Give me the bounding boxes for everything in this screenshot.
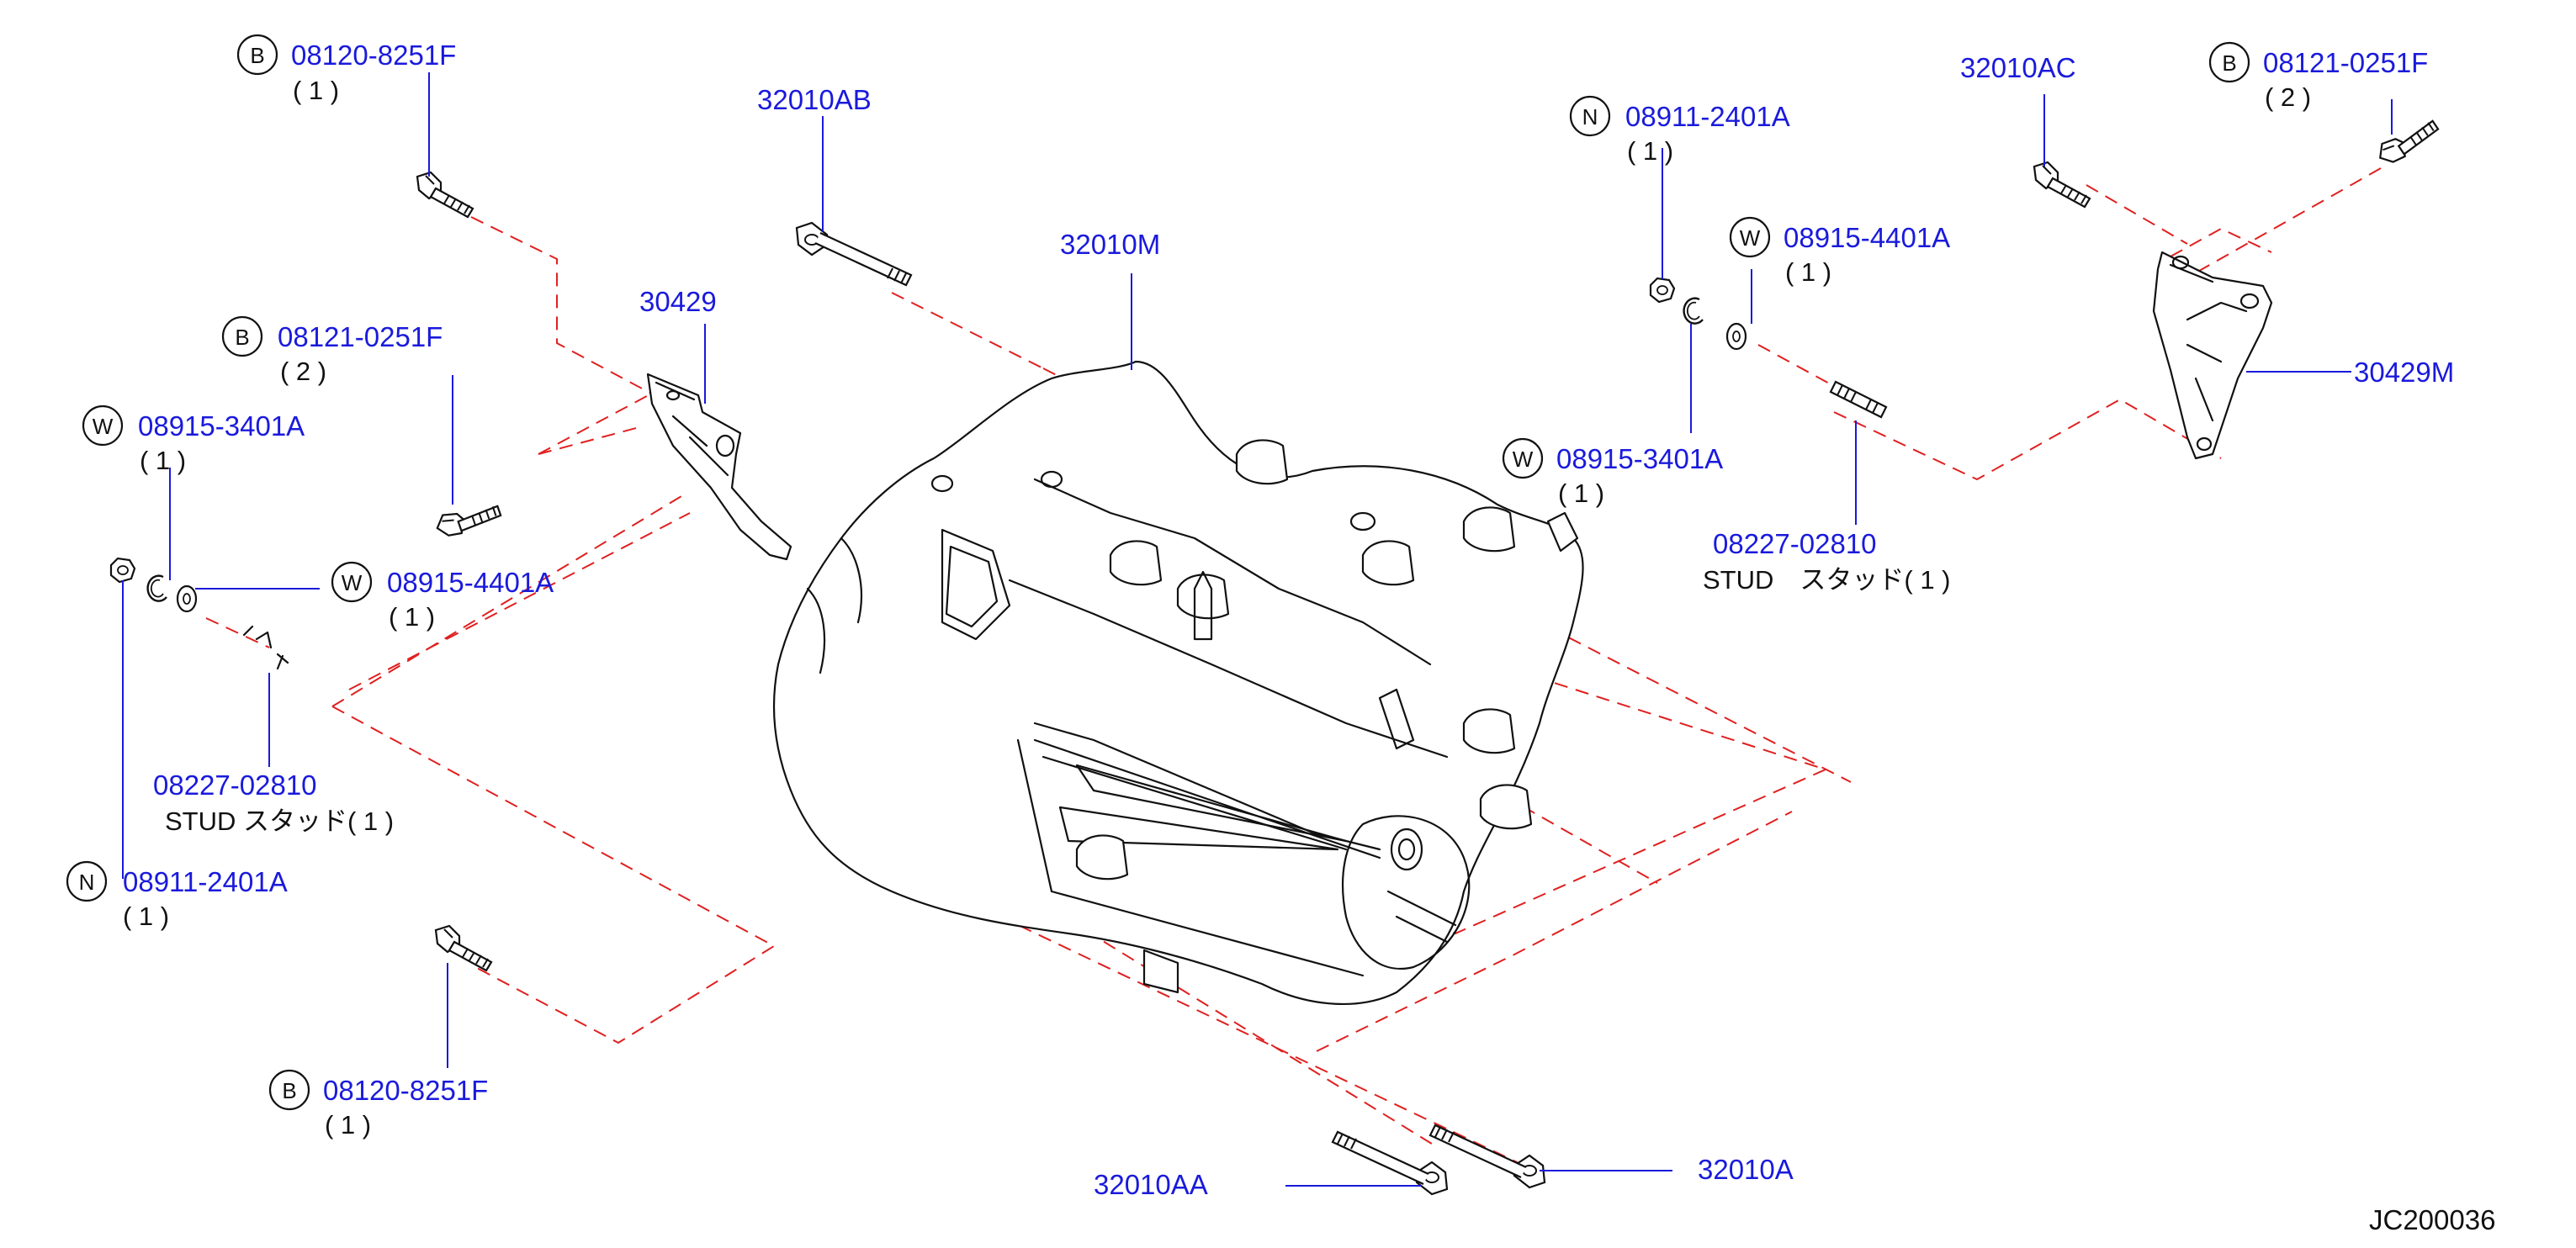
callout-b-08120-8251F-top: B 08120-8251F ( 1 ) [236, 34, 456, 105]
diagram-id: JC200036 [2369, 1204, 2495, 1235]
quantity: ( 1 ) [1558, 479, 1604, 508]
quantity: ( 1 ) [389, 602, 435, 632]
callout-32010AA: 32010AA [1094, 1169, 1208, 1200]
washer-08915-4401A-left[interactable] [176, 584, 198, 613]
part-number-link[interactable]: 08227-02810 [153, 769, 317, 801]
part-number-link[interactable]: 08915-3401A [138, 410, 305, 442]
washer-08915-3401A-left[interactable] [146, 574, 168, 602]
quantity: ( 1 ) [325, 1110, 371, 1140]
callout-n-08911-2401A-right: N 08911-2401A ( 1 ) [1569, 95, 1790, 166]
part-number-link[interactable]: 32010AB [757, 84, 872, 115]
stud-08227-02810-right[interactable] [1829, 380, 1888, 419]
washer-08915-4401A-right[interactable] [1725, 322, 1747, 351]
callout-w-08915-4401A-left: W 08915-4401A ( 1 ) [331, 561, 554, 632]
part-number-link[interactable]: 32010A [1698, 1154, 1794, 1185]
callout-b-08120-8251F-bottom: B 08120-8251F ( 1 ) [268, 1069, 488, 1140]
bolt-08120-8251F-bottom[interactable] [434, 924, 493, 972]
callout-n-08911-2401A-left: N 08911-2401A ( 1 ) [66, 860, 288, 931]
part-number-link[interactable]: 08121-0251F [2263, 47, 2428, 78]
bolt-08121-0251F-right[interactable] [2375, 104, 2441, 177]
part-number-link[interactable]: 08911-2401A [123, 866, 288, 897]
leader-lines [122, 72, 2393, 1187]
quantity: ( 1 ) [1785, 257, 1831, 287]
bolt-symbol: B [250, 43, 264, 68]
bolt-symbol: B [235, 325, 249, 350]
bolt-32010AC[interactable] [2033, 161, 2091, 209]
callout-32010AC: 32010AC [1960, 52, 2076, 83]
quantity: ( 1 ) [293, 76, 339, 105]
part-number-link[interactable]: 08120-8251F [291, 40, 456, 71]
bracket-30429M[interactable] [2152, 251, 2273, 460]
part-number-link[interactable]: 08911-2401A [1625, 101, 1790, 132]
bolt-32010AA[interactable] [1331, 1130, 1449, 1196]
callout-b-08121-0251F-left: B 08121-0251F ( 2 ) [221, 315, 443, 386]
nut-08911-2401A-left[interactable] [109, 557, 136, 584]
callout-stud-08227-02810-left: 08227-02810 STUD スタッド( 1 ) [153, 769, 394, 836]
washer-symbol: W [93, 414, 114, 439]
nut-symbol: N [1582, 104, 1598, 130]
bolt-08120-8251F-top[interactable] [416, 171, 474, 219]
callout-w-08915-3401A-right: W 08915-3401A ( 1 ) [1502, 437, 1723, 508]
part-number-link[interactable]: 08121-0251F [278, 321, 443, 352]
bracket-30429[interactable] [646, 373, 792, 561]
washer-symbol: W [1740, 225, 1761, 251]
part-number-link[interactable]: 30429M [2354, 357, 2454, 388]
callout-w-08915-4401A-right: W 08915-4401A ( 1 ) [1729, 216, 1950, 287]
part-number-link[interactable]: 32010AC [1960, 52, 2076, 83]
nut-symbol: N [79, 870, 95, 895]
washer-08915-3401A-right[interactable] [1683, 297, 1704, 325]
bolt-symbol: B [2222, 50, 2236, 76]
part-number-link[interactable]: 08227-02810 [1713, 528, 1877, 559]
quantity: ( 2 ) [2265, 82, 2311, 112]
nut-08911-2401A-right[interactable] [1649, 277, 1676, 304]
quantity: ( 1 ) [123, 902, 169, 931]
bolt-32010A[interactable] [1428, 1124, 1546, 1189]
callout-30429: 30429 [639, 286, 717, 317]
part-number-link[interactable]: 30429 [639, 286, 717, 317]
quantity: ( 1 ) [1627, 136, 1673, 166]
transmission-case[interactable] [772, 360, 1584, 1006]
quantity: ( 2 ) [280, 357, 326, 386]
part-number-link[interactable]: 08915-3401A [1556, 443, 1723, 474]
washer-symbol: W [1513, 447, 1534, 472]
part-number-link[interactable]: 08120-8251F [323, 1075, 488, 1106]
callout-stud-08227-02810-right: 08227-02810 STUD スタッド( 1 ) [1703, 528, 1951, 595]
callout-32010M: 32010M [1060, 229, 1160, 260]
part-number-link[interactable]: 08915-4401A [1784, 222, 1950, 253]
quantity: ( 1 ) [140, 446, 186, 475]
callout-32010AB: 32010AB [757, 84, 872, 115]
part-description: STUD スタッド( 1 ) [165, 806, 394, 836]
callout-30429M: 30429M [2354, 357, 2454, 388]
part-number-link[interactable]: 08915-4401A [387, 567, 554, 598]
bolt-symbol: B [282, 1078, 296, 1103]
stud-08227-02810-left[interactable] [242, 625, 289, 670]
part-description: STUD スタッド( 1 ) [1703, 565, 1951, 595]
callout-w-08915-3401A-left: W 08915-3401A ( 1 ) [82, 405, 305, 475]
callout-b-08121-0251F-right: B 08121-0251F ( 2 ) [2208, 41, 2428, 112]
part-number-link[interactable]: 32010AA [1094, 1169, 1208, 1200]
part-number-link[interactable]: 32010M [1060, 229, 1160, 260]
bolt-32010AB[interactable] [795, 221, 913, 287]
bolt-08121-0251F-left[interactable] [432, 482, 506, 555]
callout-32010A: 32010A [1698, 1154, 1794, 1185]
washer-symbol: W [342, 570, 363, 595]
